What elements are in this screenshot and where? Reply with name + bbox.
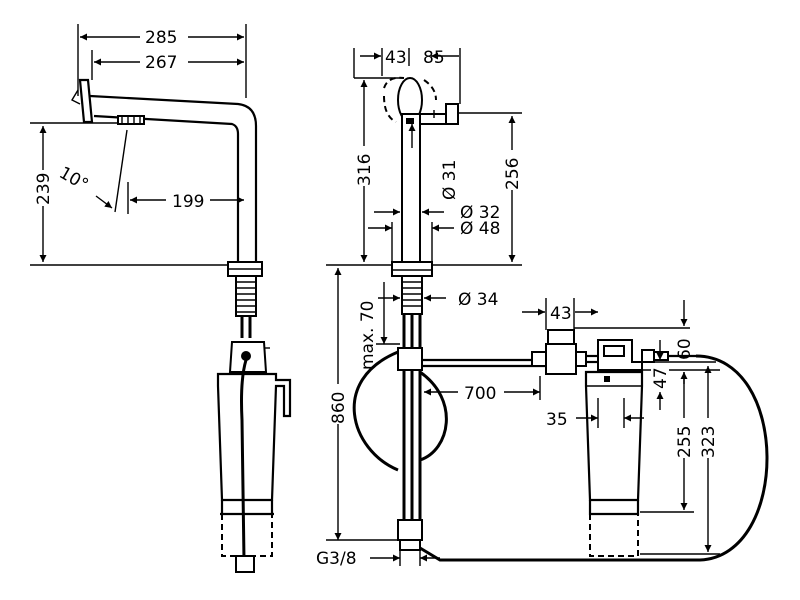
thread-g38: G3/8	[316, 549, 357, 569]
dim-255: 255	[675, 426, 695, 458]
dim-323: 323	[699, 426, 719, 458]
dim-dia-32: Ø 32	[460, 203, 500, 223]
dim-285: 285	[145, 28, 177, 48]
dim-dia-31: Ø 31	[440, 160, 460, 200]
dim-dia-34: Ø 34	[458, 290, 498, 310]
front-view: 43 85 316 256 Ø 31 Ø 32 Ø 48 Ø 34 max. 7…	[316, 48, 548, 569]
dim-267: 267	[145, 53, 177, 73]
dim-199: 199	[172, 192, 204, 212]
dim-85: 85	[423, 48, 445, 68]
dim-35: 35	[546, 410, 568, 430]
side-view: 285 267 239 10° 199	[30, 24, 292, 573]
dim-239: 239	[34, 173, 54, 205]
dim-47: 47	[651, 367, 671, 389]
dim-dia-48: Ø 48	[460, 219, 500, 239]
dim-60: 60	[675, 338, 695, 360]
dim-316: 316	[355, 154, 375, 186]
filter-view: 43 60 47 35 255 323	[419, 298, 769, 562]
dim-860: 860	[329, 392, 349, 424]
dim-max-70: max. 70	[358, 301, 378, 370]
dim-43-top: 43	[385, 48, 407, 68]
dim-256: 256	[503, 158, 523, 190]
angle-10: 10°	[56, 163, 92, 195]
dim-700: 700	[464, 384, 496, 404]
dim-43-valve: 43	[550, 304, 572, 324]
